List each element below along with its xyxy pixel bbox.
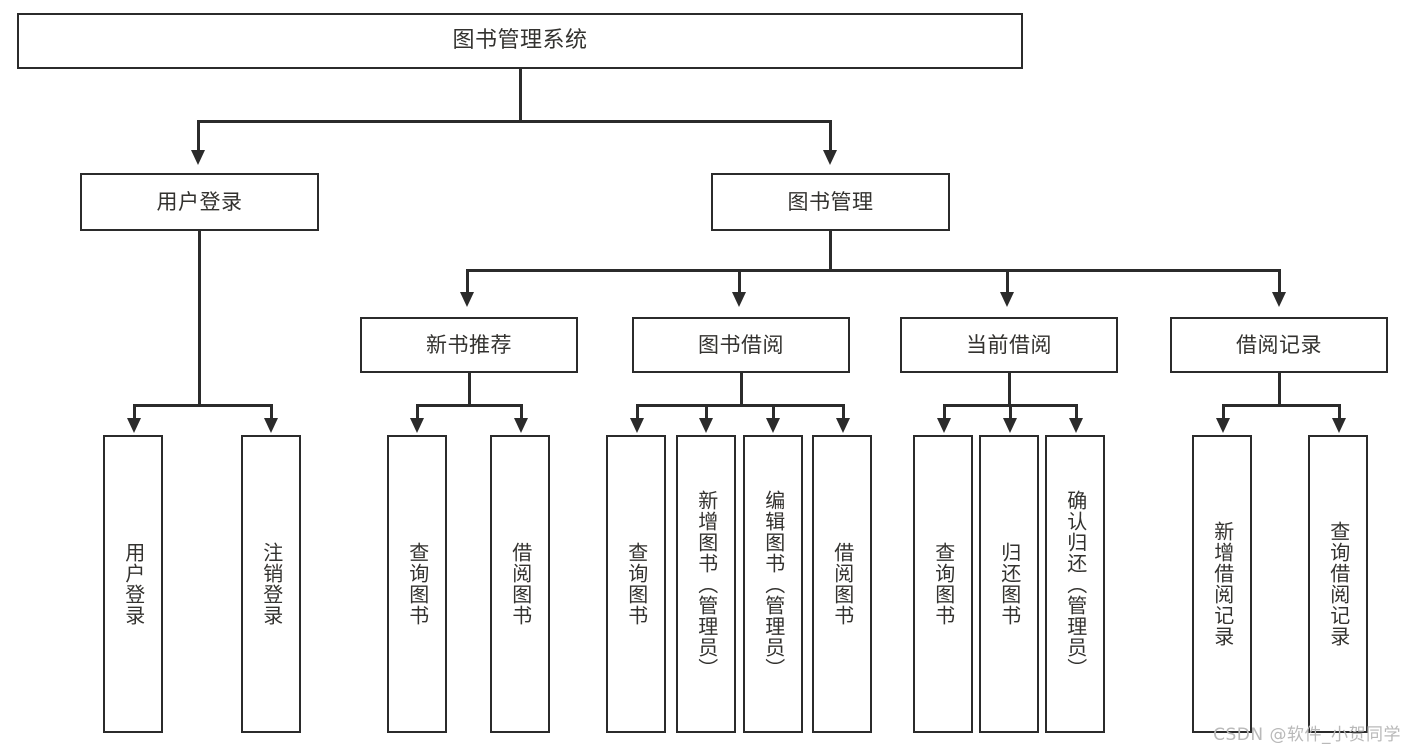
leaf-label: 借阅图书	[830, 542, 855, 626]
connector-user-login-stem	[198, 231, 201, 406]
connector-borrow-records-stem	[1278, 373, 1281, 406]
connector-book-borrow-drop-3	[772, 404, 775, 420]
connector-borrow-records-drop-2	[1338, 404, 1341, 420]
arrowhead-leaf-current-borrow-1	[937, 418, 951, 433]
leaf-new-book-borrow: 借阅图书	[490, 435, 550, 733]
arrowhead-leaf-current-borrow-3	[1069, 418, 1083, 433]
leaf-label: 查询借阅记录	[1326, 521, 1351, 647]
connector-current-borrow-drop-2	[1009, 404, 1012, 420]
arrowhead-leaf-user-login-2	[264, 418, 278, 433]
connector-book-borrow-stem	[740, 373, 743, 406]
connector-user-login-drop-2	[270, 404, 273, 420]
leaf-label: 查询图书	[931, 542, 956, 626]
leaf-label: 注销登录	[259, 542, 284, 626]
connector-borrow-records-bus	[1222, 404, 1340, 407]
connector-book-mgmt-drop-2	[738, 269, 741, 294]
connector-user-login-drop-1	[133, 404, 136, 420]
arrowhead-leaf-user-login-1	[127, 418, 141, 433]
leaf-current-borrow-confirm: 确认归还（管理员）	[1045, 435, 1105, 733]
arrowhead-current-borrow	[1000, 292, 1014, 307]
connector-book-mgmt-stem	[829, 231, 832, 271]
leaf-current-borrow-return: 归还图书	[979, 435, 1039, 733]
leaf-user-login-login: 用户登录	[103, 435, 163, 733]
arrowhead-borrow-records	[1272, 292, 1286, 307]
node-book-management[interactable]: 图书管理	[711, 173, 950, 231]
connector-root-bus	[197, 120, 831, 123]
node-book-borrow[interactable]: 图书借阅	[632, 317, 850, 373]
arrowhead-leaf-book-borrow-1	[630, 418, 644, 433]
connector-book-borrow-bus	[636, 404, 844, 407]
leaf-label: 借阅图书	[508, 542, 533, 626]
arrowhead-leaf-book-borrow-3	[766, 418, 780, 433]
leaf-borrow-records-query: 查询借阅记录	[1308, 435, 1368, 733]
leaf-label: 用户登录	[121, 542, 146, 626]
connector-current-borrow-drop-3	[1075, 404, 1078, 420]
node-root-system[interactable]: 图书管理系统	[17, 13, 1023, 69]
leaf-current-borrow-query: 查询图书	[913, 435, 973, 733]
leaf-new-book-query: 查询图书	[387, 435, 447, 733]
arrowhead-book-mgmt	[823, 150, 837, 165]
connector-current-borrow-stem	[1008, 373, 1011, 406]
leaf-label: 查询图书	[405, 542, 430, 626]
arrowhead-leaf-current-borrow-2	[1003, 418, 1017, 433]
arrowhead-book-borrow	[732, 292, 746, 307]
connector-book-mgmt-drop-3	[1006, 269, 1009, 294]
connector-root-to-user-login	[197, 120, 200, 152]
arrowhead-leaf-borrow-records-1	[1216, 418, 1230, 433]
connector-new-book-stem	[468, 373, 471, 406]
connector-root-to-book-mgmt	[829, 120, 832, 152]
leaf-label: 查询图书	[624, 542, 649, 626]
node-user-login[interactable]: 用户登录	[80, 173, 319, 231]
arrowhead-new-book-recommend	[460, 292, 474, 307]
arrowhead-leaf-new-book-1	[410, 418, 424, 433]
arrowhead-leaf-book-borrow-2	[699, 418, 713, 433]
leaf-book-borrow-add: 新增图书（管理员）	[676, 435, 736, 733]
connector-book-borrow-drop-2	[705, 404, 708, 420]
arrowhead-leaf-book-borrow-4	[836, 418, 850, 433]
arrowhead-user-login	[191, 150, 205, 165]
leaf-book-borrow-query: 查询图书	[606, 435, 666, 733]
leaf-label: 新增借阅记录	[1210, 521, 1235, 647]
leaf-borrow-records-add: 新增借阅记录	[1192, 435, 1252, 733]
arrowhead-leaf-new-book-2	[514, 418, 528, 433]
connector-book-mgmt-drop-4	[1278, 269, 1281, 294]
connector-new-book-bus	[416, 404, 522, 407]
leaf-book-borrow-borrow: 借阅图书	[812, 435, 872, 733]
connector-book-borrow-drop-1	[636, 404, 639, 420]
connector-user-login-bus	[133, 404, 272, 407]
node-borrow-records[interactable]: 借阅记录	[1170, 317, 1388, 373]
leaf-label: 归还图书	[997, 542, 1022, 626]
connector-current-borrow-drop-1	[943, 404, 946, 420]
node-new-book-recommend[interactable]: 新书推荐	[360, 317, 578, 373]
connector-new-book-drop-1	[416, 404, 419, 420]
leaf-book-borrow-edit: 编辑图书（管理员）	[743, 435, 803, 733]
connector-book-mgmt-bus	[466, 269, 1280, 272]
leaf-label: 确认归还（管理员）	[1063, 489, 1088, 679]
arrowhead-leaf-borrow-records-2	[1332, 418, 1346, 433]
connector-root-stem	[519, 69, 522, 121]
node-current-borrow[interactable]: 当前借阅	[900, 317, 1118, 373]
leaf-label: 编辑图书（管理员）	[761, 489, 786, 679]
connector-borrow-records-drop-1	[1222, 404, 1225, 420]
leaf-label: 新增图书（管理员）	[694, 489, 719, 679]
connector-book-mgmt-drop-1	[466, 269, 469, 294]
leaf-user-login-logout: 注销登录	[241, 435, 301, 733]
connector-book-borrow-drop-4	[842, 404, 845, 420]
connector-new-book-drop-2	[520, 404, 523, 420]
